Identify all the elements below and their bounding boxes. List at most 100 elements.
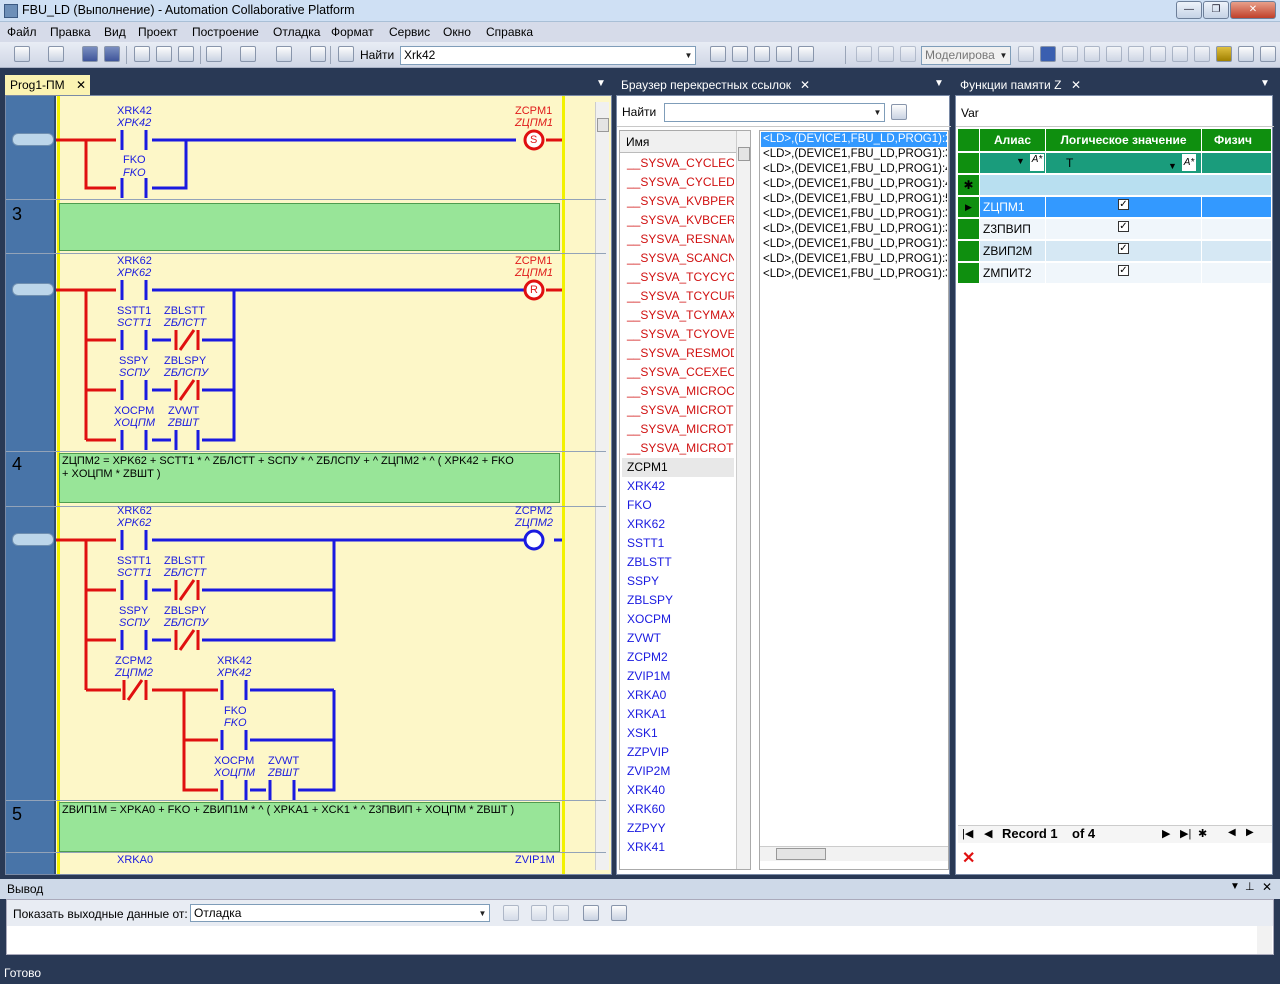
chevron-down-icon[interactable]: ▼ (1260, 78, 1270, 89)
xref-reference-item[interactable]: <LD>,(DEVICE1,FBU_LD,PROG1):2:( (761, 132, 947, 147)
new-row[interactable] (980, 175, 1272, 196)
xref-name-item[interactable]: XRK41 (627, 840, 666, 854)
xref-name-item[interactable]: XRK62 (627, 517, 666, 531)
menu-format[interactable]: Формат (331, 25, 374, 39)
last-record-icon[interactable]: ▶| (1180, 828, 1192, 840)
scroll-thumb[interactable] (738, 147, 750, 161)
menu-help[interactable]: Справка (486, 25, 534, 39)
names-scrollbar[interactable] (736, 131, 750, 869)
filter-operator-icon[interactable]: A* (1030, 154, 1044, 171)
alias-filter[interactable]: ▼ A* (980, 153, 1046, 174)
xref-reference-item[interactable]: <LD>,(DEVICE1,FBU_LD,PROG1):3:( (763, 148, 947, 160)
xref-name-item[interactable]: __SYSVA_MICROTCY (627, 441, 734, 455)
add-record-icon[interactable]: ✱ (1198, 828, 1208, 840)
first-record-icon[interactable]: |◀ (962, 828, 974, 840)
paste-icon[interactable] (178, 46, 194, 62)
menu-project[interactable]: Проект (138, 25, 178, 39)
extra-icon[interactable] (1260, 46, 1276, 62)
properties-icon[interactable] (732, 46, 748, 62)
chevron-down-icon[interactable]: ▼ (1016, 156, 1025, 166)
xref-name-item[interactable]: XRKA1 (627, 707, 667, 721)
xref-find-combo[interactable]: ▼ (664, 103, 885, 122)
xref-name-item[interactable]: __SYSVA_KVBCERR (627, 213, 734, 227)
next-record-icon[interactable]: ▶ (1162, 828, 1171, 840)
scroll-left-icon[interactable]: ◀ (1228, 827, 1236, 838)
gear-icon[interactable] (1238, 46, 1254, 62)
xref-name-item[interactable]: ZCPM1 (622, 458, 734, 477)
goto-icon[interactable] (503, 905, 519, 921)
xref-name-item[interactable]: SSTT1 (627, 536, 665, 550)
column-header-alias[interactable]: Алиас (980, 129, 1046, 152)
row-selector[interactable] (958, 263, 980, 284)
alias-cell[interactable]: ZМПИТ2 (980, 263, 1046, 284)
logical-filter[interactable]: T ▼ A* (1046, 153, 1202, 174)
column-header-logical-value[interactable]: Логическое значение (1046, 129, 1202, 152)
xref-name-item[interactable]: __SYSVA_CYCLEDATI (627, 175, 734, 189)
cut-icon[interactable] (134, 46, 150, 62)
xref-reference-item[interactable]: <LD>,(DEVICE1,FBU_LD,PROG1):511 (763, 193, 947, 205)
logical-value-cell[interactable]: ✓ (1046, 197, 1202, 218)
layout-icon[interactable] (798, 46, 814, 62)
close-button[interactable]: ✕ (1230, 1, 1276, 19)
xref-name-item[interactable]: ZCPM2 (627, 650, 668, 664)
menu-file[interactable]: Файл (7, 25, 37, 39)
watch-icon[interactable] (1150, 46, 1166, 62)
breakpoint-icon[interactable] (1128, 46, 1144, 62)
output-scrollbar[interactable] (1257, 926, 1272, 954)
xref-reference-item[interactable]: <LD>,(DEVICE1,FBU_LD,PROG1):3:( (763, 238, 947, 250)
physical-filter[interactable] (1202, 153, 1272, 174)
find-in-files-icon[interactable] (338, 46, 354, 62)
tab-xref[interactable]: Браузер перекрестных ссылок ✕ (616, 75, 816, 95)
device-icon[interactable] (856, 46, 872, 62)
device2-icon[interactable] (878, 46, 894, 62)
xref-name-item[interactable]: ZVIP1M (627, 669, 671, 683)
xref-name-item[interactable]: __SYSVA_CYCLECNT (627, 156, 734, 170)
find-icon[interactable] (310, 46, 326, 62)
new-row-icon[interactable]: ✱ (958, 175, 980, 196)
xref-name-item[interactable]: SSPY (627, 574, 660, 588)
checkbox[interactable]: ✓ (1118, 243, 1129, 254)
chevron-down-icon[interactable]: ▼ (596, 78, 606, 89)
logical-value-cell[interactable]: ✓ (1046, 219, 1202, 240)
device3-icon[interactable] (900, 46, 916, 62)
xref-name-item[interactable]: __SYSVA_CCEXEC (627, 365, 734, 379)
run-icon[interactable] (1018, 46, 1034, 62)
xref-name-item[interactable]: FKO (627, 498, 652, 512)
xref-search-icon[interactable] (891, 104, 907, 120)
xref-name-item[interactable]: XRK42 (627, 479, 666, 493)
menu-view[interactable]: Вид (104, 25, 126, 39)
physical-cell[interactable] (1202, 219, 1272, 240)
copy-icon[interactable] (156, 46, 172, 62)
xref-name-item[interactable]: __SYSVA_MICROCYC (627, 384, 734, 398)
maximize-button[interactable]: ❐ (1203, 1, 1229, 19)
scroll-right-icon[interactable]: ▶ (1246, 827, 1254, 838)
xref-name-item[interactable]: __SYSVA_SCANCNT (627, 251, 734, 265)
checkbox[interactable]: ✓ (1118, 221, 1129, 232)
xref-reference-item[interactable]: <LD>,(DEVICE1,FBU_LD,PROG1):3:( (763, 223, 947, 235)
xref-name-item[interactable]: ZVWT (627, 631, 661, 645)
logical-value-cell[interactable]: ✓ (1046, 263, 1202, 284)
logical-value-cell[interactable]: ✓ (1046, 241, 1202, 262)
close-icon[interactable]: ✕ (75, 78, 86, 92)
output-source-combo[interactable]: Отладка ▼ (190, 904, 490, 922)
xref-name-item[interactable]: __SYSVA_RESNAME (627, 232, 734, 246)
pin-icon[interactable]: ▼ (934, 78, 944, 89)
new-file-icon[interactable] (14, 46, 30, 62)
save-icon[interactable] (82, 46, 98, 62)
delete-icon[interactable]: ✕ (962, 850, 976, 867)
clear-all-icon[interactable] (583, 905, 599, 921)
settings-icon[interactable] (776, 46, 792, 62)
xref-name-item[interactable]: __SYSVA_TCYCYCTIM (627, 270, 734, 284)
add-item-icon[interactable] (48, 46, 64, 62)
xref-name-item[interactable]: ZBLSTT (627, 555, 672, 569)
xref-name-item[interactable]: XRKA0 (627, 688, 667, 702)
xref-name-item[interactable]: ZZPVIP (627, 745, 670, 759)
prev-record-icon[interactable]: ◀ (984, 828, 993, 840)
checkbox[interactable]: ✓ (1118, 199, 1129, 210)
xref-name-item[interactable]: XSK1 (627, 726, 658, 740)
chevron-down-icon[interactable]: ▼ (1168, 161, 1177, 171)
step-out-icon[interactable] (1106, 46, 1122, 62)
scroll-thumb[interactable] (776, 848, 826, 860)
xref-name-item[interactable]: ZVIP2M (627, 764, 671, 778)
redo-icon[interactable] (240, 46, 256, 62)
